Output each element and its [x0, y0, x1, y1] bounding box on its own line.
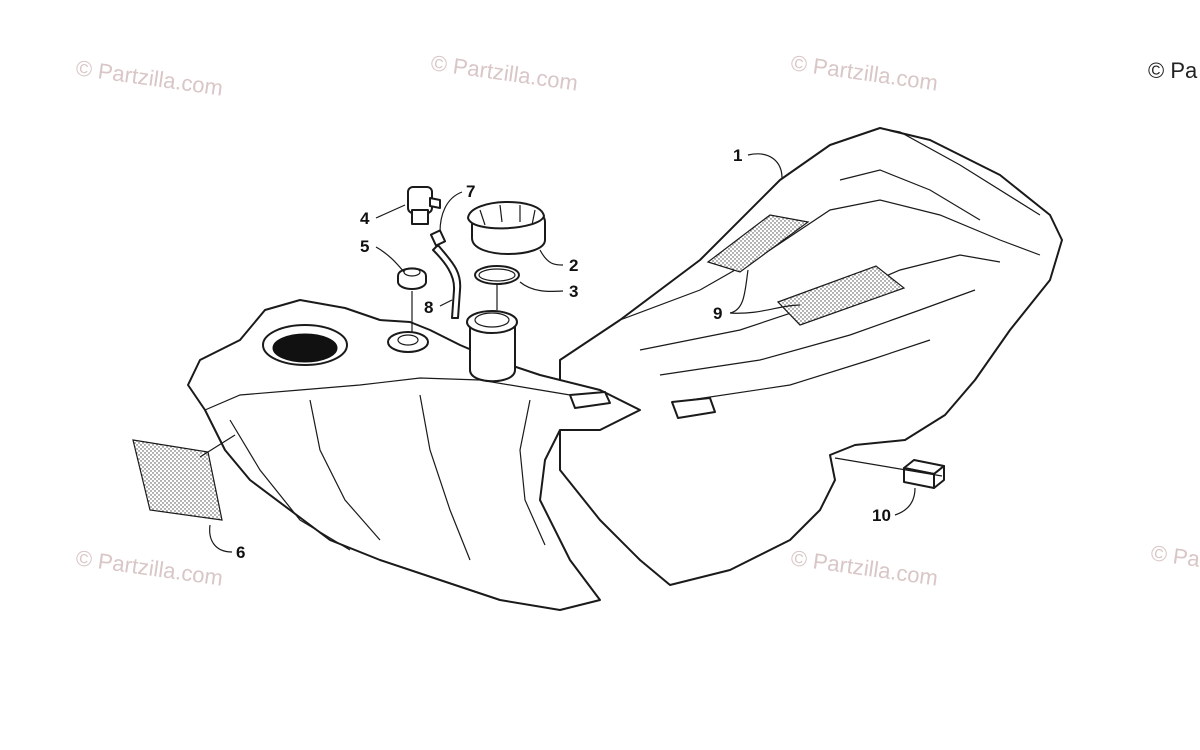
callout-3: 3 — [569, 282, 578, 301]
callout-7: 7 — [466, 182, 475, 201]
vent-hose — [432, 244, 462, 319]
copyright-text: © Pa — [1148, 58, 1198, 83]
fuel-cap — [467, 200, 546, 255]
watermark-2: © Partzilla.com — [429, 50, 579, 95]
callout-10: 10 — [872, 506, 891, 525]
decal-upper — [706, 214, 810, 273]
callout-9: 9 — [713, 304, 722, 323]
callout-8: 8 — [424, 298, 433, 317]
warning-label — [132, 439, 223, 521]
callout-5: 5 — [360, 237, 369, 256]
callout-labels: 1 2 3 4 5 6 7 8 9 10 — [236, 146, 891, 562]
callout-6: 6 — [236, 543, 245, 562]
pump-opening — [272, 333, 338, 363]
leader-lines — [199, 153, 943, 553]
grommet — [397, 267, 427, 290]
fuel-tank-body — [187, 127, 1063, 611]
watermark-7: © Partzilla.com — [1149, 540, 1200, 585]
rollover-valve — [407, 186, 441, 225]
callout-1: 1 — [733, 146, 742, 165]
foam-pad — [903, 459, 945, 489]
watermark-6: © Partzilla.com — [789, 545, 939, 590]
callout-2: 2 — [569, 256, 578, 275]
callout-4: 4 — [360, 209, 370, 228]
hose-fitting — [429, 229, 447, 247]
watermark-4: © Partzilla.com — [74, 545, 224, 590]
decal-lower — [776, 265, 906, 326]
watermark-1: © Partzilla.com — [74, 55, 224, 100]
watermark-3: © Partzilla.com — [789, 50, 939, 95]
